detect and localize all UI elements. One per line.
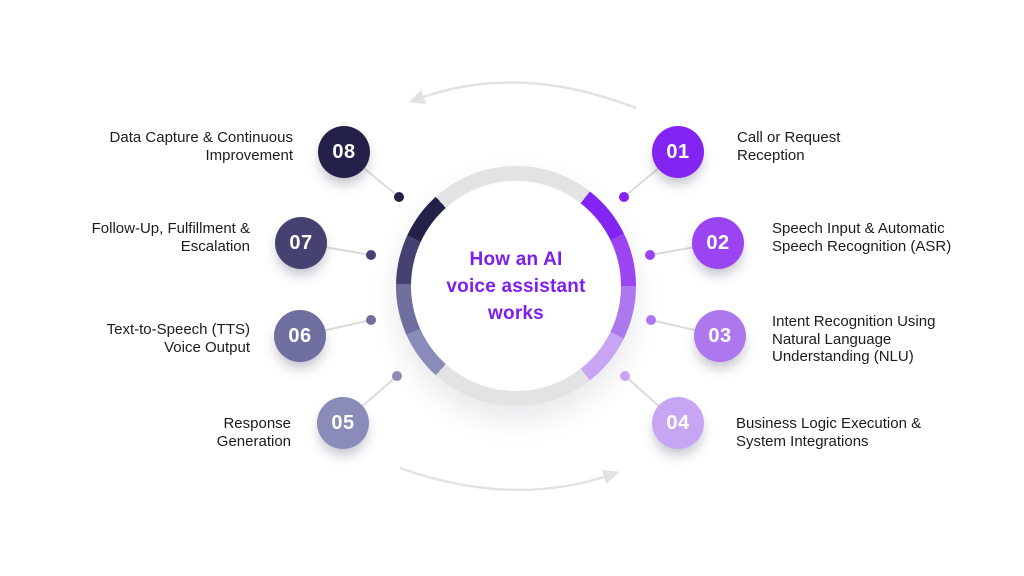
step-01-number: 01 bbox=[666, 140, 690, 163]
step-01-label: Call or Request Reception bbox=[737, 129, 841, 164]
step-07-label: Follow-Up, Fulfillment & Escalation bbox=[91, 220, 250, 255]
connector-dot-01 bbox=[619, 192, 629, 202]
step-04-label: Business Logic Execution & System Integr… bbox=[736, 415, 922, 450]
cycle-arrows bbox=[399, 81, 637, 492]
step-02-number: 02 bbox=[706, 231, 730, 254]
step-01-badge: 01 bbox=[652, 126, 704, 178]
cycle-ring-hole bbox=[411, 181, 621, 391]
step-07-badge: 07 bbox=[275, 217, 327, 269]
step-08-label: Data Capture & Continuous Improvement bbox=[109, 129, 293, 164]
step-02-label: Speech Input & Automatic Speech Recognit… bbox=[772, 220, 952, 255]
step-08-number: 08 bbox=[332, 140, 356, 163]
step-02-badge: 02 bbox=[692, 217, 744, 269]
connector-dot-03 bbox=[646, 315, 656, 325]
cycle-arrow-top bbox=[408, 81, 637, 110]
connector-dot-04 bbox=[620, 371, 630, 381]
diagram-title: How an AI voice assistant works bbox=[446, 248, 586, 324]
cycle-ring bbox=[396, 166, 636, 406]
step-03-label: Intent Recognition Using Natural Languag… bbox=[772, 313, 936, 365]
connector-dot-08 bbox=[394, 192, 404, 202]
connector-dot-07 bbox=[366, 250, 376, 260]
step-07-number: 07 bbox=[289, 231, 313, 254]
step-05-number: 05 bbox=[331, 411, 355, 434]
connector-dot-05 bbox=[392, 371, 402, 381]
cycle-arrow-bottom bbox=[399, 466, 620, 492]
step-04-number: 04 bbox=[666, 411, 690, 434]
step-04-badge: 04 bbox=[652, 397, 704, 449]
connector-dot-02 bbox=[645, 250, 655, 260]
step-05-label: Response Generation bbox=[216, 415, 291, 450]
step-03-number: 03 bbox=[708, 324, 732, 347]
step-06-badge: 06 bbox=[274, 310, 326, 362]
step-08-badge: 08 bbox=[318, 126, 370, 178]
step-03-badge: 03 bbox=[694, 310, 746, 362]
connector-dot-06 bbox=[366, 315, 376, 325]
step-06-number: 06 bbox=[288, 324, 312, 347]
step-06-label: Text-to-Speech (TTS) Voice Output bbox=[106, 321, 250, 356]
step-05-badge: 05 bbox=[317, 397, 369, 449]
